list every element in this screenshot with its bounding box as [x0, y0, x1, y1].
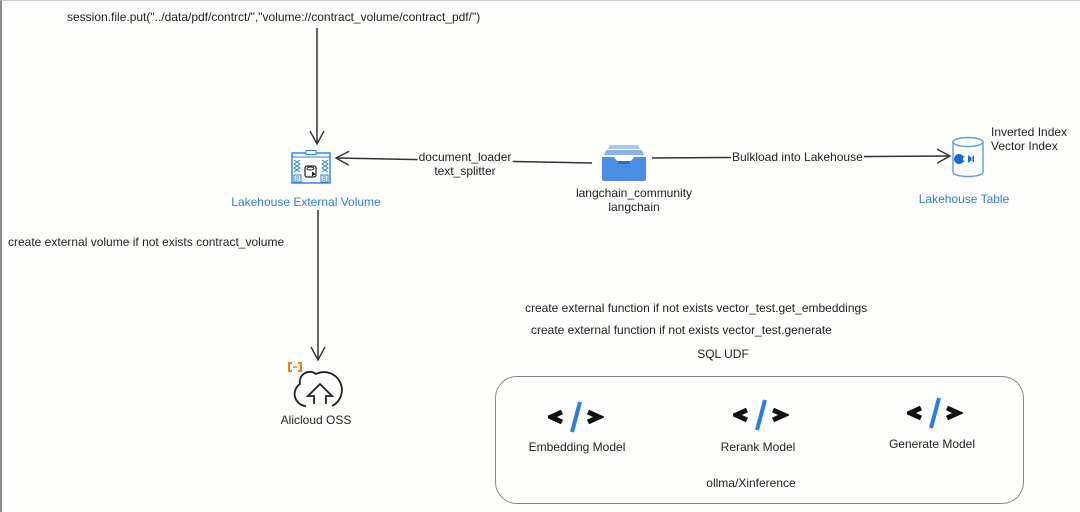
langchain-label-line2: langchain — [608, 200, 660, 214]
rerank-model-label: Rerank Model — [720, 440, 796, 454]
code-icon — [548, 401, 604, 433]
edge-label-bulkload: Bulkload into Lakehouse — [731, 150, 864, 164]
langchain-label: langchain_community langchain — [576, 186, 692, 214]
code-icon — [733, 399, 789, 431]
svg-text:8: 8 — [295, 176, 299, 183]
volume-icon: 8 8 — [291, 150, 331, 184]
model-runtime-label: ollma/Xinference — [706, 476, 796, 490]
edge-label-loader: document_loader text_splitter — [417, 150, 513, 178]
langchain-label-line1: langchain_community — [575, 186, 693, 200]
sql-udf-label: SQL UDF — [697, 347, 749, 361]
external-volume-label: Lakehouse External Volume — [231, 195, 381, 209]
svg-text:8: 8 — [322, 176, 326, 183]
generate-model-label: Generate Model — [888, 437, 976, 451]
code-icon — [907, 397, 963, 429]
embedding-model-label: Embedding Model — [528, 440, 626, 454]
create-function-command-generate: create external function if not exists v… — [531, 323, 832, 337]
lakehouse-table-label: Lakehouse Table — [918, 192, 1010, 206]
oss-label: Alicloud OSS — [280, 413, 352, 427]
create-volume-command: create external volume if not exists con… — [8, 235, 285, 249]
cloud-upload-icon — [288, 362, 343, 407]
inbox-tray-icon — [602, 145, 646, 181]
put-file-command: session.file.put("../data/pdf/contrct/",… — [67, 10, 481, 24]
edge-label-line2: text_splitter — [434, 164, 496, 178]
index-note-line1: Inverted Index — [991, 125, 1068, 139]
create-function-command-embeddings: create external function if not exists v… — [525, 301, 868, 315]
database-cylinder-icon — [952, 136, 984, 178]
edge-label-line1: document_loader — [418, 150, 512, 164]
index-note: Inverted Index Vector Index — [991, 125, 1067, 153]
index-note-line2: Vector Index — [991, 139, 1058, 153]
model-group-box — [495, 376, 1024, 504]
